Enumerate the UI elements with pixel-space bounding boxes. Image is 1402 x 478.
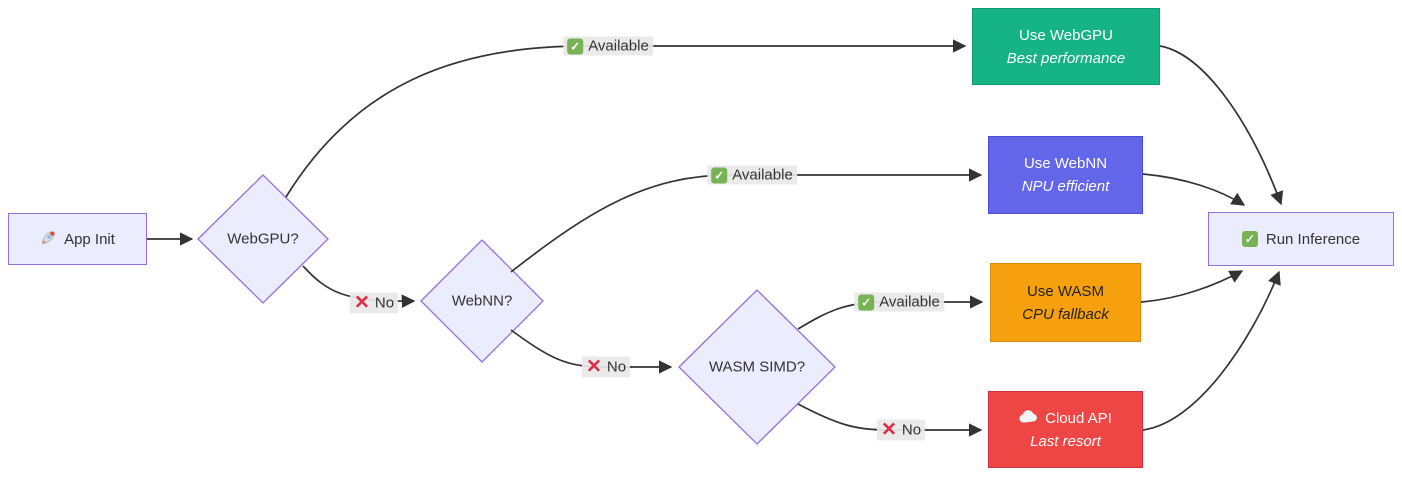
run-inference-label: Run Inference — [1265, 230, 1361, 248]
edge-label-webgpu-available: ✓ Available — [563, 36, 653, 56]
edge-label-webgpu-no: ✕ No — [349, 292, 399, 314]
edge-label-wasm-no: ✕ No — [876, 419, 926, 441]
use-webgpu-subtitle: Best performance — [1006, 49, 1126, 67]
app-init-label: App Init — [64, 230, 115, 248]
node-cloud-api: Cloud API Last resort — [988, 391, 1143, 468]
node-use-webgpu: Use WebGPU Best performance — [972, 8, 1160, 85]
cloud-icon — [1019, 407, 1038, 430]
check-icon: ✓ — [858, 294, 875, 310]
webgpu-question-label: WebGPU? — [227, 230, 299, 248]
check-icon: ✓ — [711, 167, 728, 183]
edge-cloud-to-run — [1142, 270, 1281, 431]
wasm-simd-diamond-shape — [678, 289, 836, 445]
edge-label-webnn-no: ✕ No — [581, 356, 631, 378]
cross-icon: ✕ — [880, 419, 897, 441]
cloud-api-title: Cloud API — [1045, 409, 1112, 427]
edge-webgpu-to-run — [1159, 45, 1284, 206]
wasm-simd-question-label: WASM SIMD? — [708, 358, 806, 376]
edge-label-text: Available — [732, 166, 793, 184]
node-run-inference: ✓ Run Inference — [1208, 212, 1394, 266]
use-wasm-subtitle: CPU fallback — [1022, 305, 1109, 323]
use-webnn-subtitle: NPU efficient — [1021, 178, 1110, 195]
use-webgpu-title: Use WebGPU — [1019, 26, 1113, 44]
edge-webnn-available — [510, 168, 983, 273]
edge-label-webnn-available: ✓ Available — [707, 165, 797, 185]
node-use-webnn: Use WebNN NPU efficient — [988, 136, 1143, 214]
check-icon: ✓ — [1241, 231, 1258, 247]
edge-label-text: No — [374, 294, 395, 312]
edge-label-wasm-available: ✓ Available — [854, 292, 944, 312]
edge-label-text: No — [901, 421, 922, 439]
edge-label-text: Available — [588, 37, 649, 55]
rocket-icon — [40, 229, 57, 250]
use-wasm-title: Use WASM — [1027, 282, 1104, 300]
node-use-wasm: Use WASM CPU fallback — [990, 263, 1141, 342]
node-app-init: App Init — [8, 213, 147, 265]
cross-icon: ✕ — [585, 356, 602, 378]
edge-label-text: Available — [879, 293, 940, 311]
cross-icon: ✕ — [353, 292, 370, 314]
edge-webgpu-available — [285, 39, 967, 198]
edge-label-text: No — [606, 358, 627, 376]
edge-wasm-to-run — [1140, 270, 1244, 303]
use-webnn-title: Use WebNN — [1023, 155, 1108, 172]
check-icon: ✓ — [567, 38, 584, 54]
cloud-api-subtitle: Last resort — [1030, 432, 1101, 450]
edge-webnn-to-run — [1142, 173, 1246, 206]
webgpu-diamond-shape — [197, 174, 329, 304]
webnn-question-label: WebNN? — [451, 292, 513, 310]
